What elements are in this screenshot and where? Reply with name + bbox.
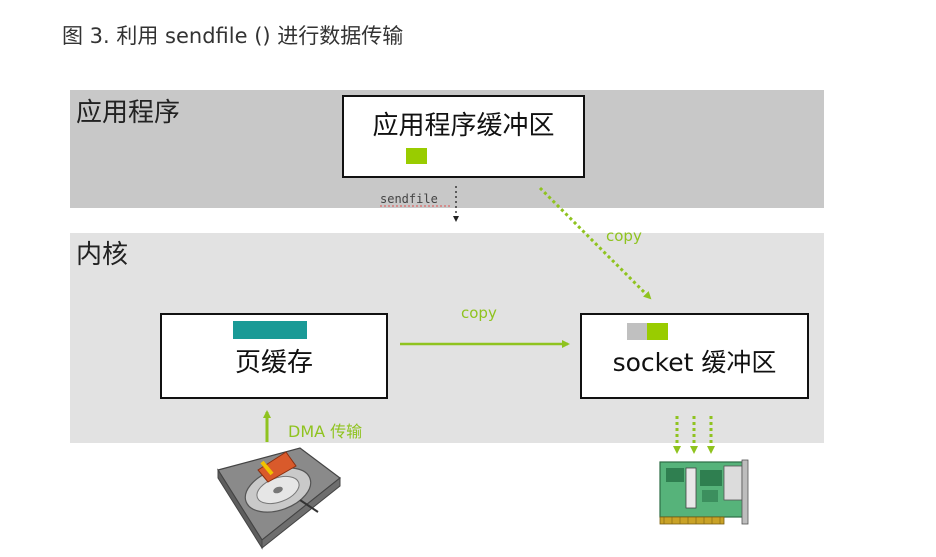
socket-buffer-gray-block — [627, 323, 647, 340]
copy-label-lower: copy — [461, 304, 497, 322]
application-layer-label: 应用程序 — [76, 98, 181, 128]
page-cache-label: 页缓存 — [234, 348, 313, 378]
copy-label-upper: copy — [606, 227, 642, 245]
page-cache-data-block — [233, 321, 307, 339]
application-buffer-label: 应用程序缓冲区 — [372, 111, 555, 141]
copy-diagonal-arrow — [538, 186, 652, 300]
dma-transfer-label: DMA 传输 — [288, 422, 363, 441]
socket-buffer-box: socket 缓冲区 — [580, 313, 809, 399]
socket-buffer-label: socket 缓冲区 — [612, 348, 777, 377]
figure-caption: 图 3. 利用 sendfile () 进行数据传输 — [62, 24, 404, 48]
socket-buffer-data-block — [647, 323, 668, 340]
page-cache-box: 页缓存 — [160, 313, 388, 399]
sendfile-label: sendfile — [380, 192, 438, 206]
network-card-icon — [659, 459, 749, 525]
hard-disk-icon — [217, 447, 341, 550]
kernel-layer-label: 内核 — [76, 240, 129, 270]
nic-transfer-arrows — [673, 416, 715, 454]
application-buffer-box: 应用程序缓冲区 — [342, 95, 585, 178]
application-buffer-data-block — [406, 148, 427, 164]
